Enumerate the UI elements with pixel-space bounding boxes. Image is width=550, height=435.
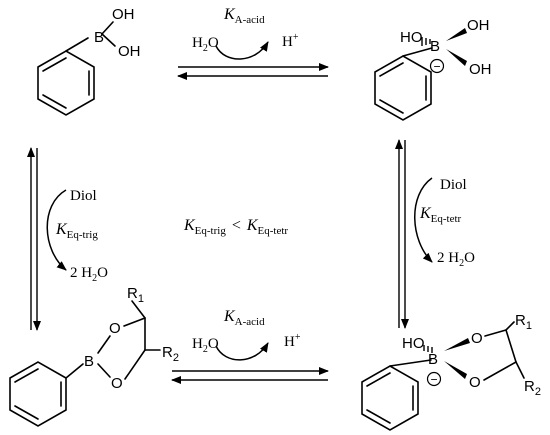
wedge-bond-o-bottom [444, 361, 467, 379]
proton-product-bottom: H+ [284, 332, 301, 350]
diol-reagent-right: Diol [440, 177, 467, 193]
benzene-double-bonds [379, 62, 427, 114]
benzene-ring-trigonal [9, 361, 67, 427]
wedge-bond-oh-top [446, 28, 467, 41]
negative-charge-circle [429, 58, 445, 74]
oxygen-top: O [471, 330, 483, 347]
water-reactant-top: H2O [192, 35, 219, 54]
c-o-bond-bottom [483, 361, 517, 381]
r2-label: R2 [162, 344, 179, 364]
hashed-bond-ho [423, 345, 433, 353]
benzene-ring-tetrahedral [361, 365, 419, 431]
boron-atom: B [428, 351, 438, 368]
b-c-bond [402, 47, 433, 57]
r2-label: R2 [524, 378, 541, 398]
oxygen-bottom: O [111, 375, 123, 392]
k-a-acid-label-top: KA-acid [223, 6, 265, 26]
curved-arrow-left [46, 189, 67, 271]
c-r2-bond [515, 361, 525, 379]
curved-arrow-top [215, 41, 269, 60]
b-oh-bond-right [101, 33, 116, 47]
boron-atom: B [430, 38, 440, 55]
water-reactant-bottom: H2O [192, 336, 219, 355]
water-product-right: 2 H2O [437, 250, 475, 269]
b-c-bond [65, 363, 84, 379]
wedge-bond-o-top [444, 338, 470, 351]
c-c-bond [505, 329, 517, 363]
b-c-bond [389, 359, 432, 367]
diol-reagent-left: Diol [70, 188, 97, 204]
phenylboronate-anion: B HO OH OH − [374, 17, 492, 121]
oxygen-bottom: O [469, 374, 481, 391]
left-equilibrium: Diol KEq-trig 2 H2O [27, 147, 108, 331]
benzene-double-bonds [42, 57, 90, 109]
benzene-ring-acid [37, 50, 95, 116]
b-oh-bond-top [101, 21, 114, 35]
water-product-left: 2 H2O [70, 265, 108, 284]
top-equilibrium: KA-acid H2O H+ [177, 6, 329, 80]
b-o-bond-bottom [97, 363, 111, 378]
bottom-equilibrium: KA-acid H2O H+ [171, 308, 329, 384]
tetrahedral-boronate-ester: B HO − O O R1 R2 [361, 312, 541, 431]
k-eq-tetr-label: KEq-tetr [419, 205, 462, 225]
right-equilibrium: Diol KEq-tetr 2 H2O [395, 139, 475, 329]
benzene-ring-anion [374, 55, 432, 121]
phenylboronic-acid: B OH OH [37, 6, 141, 116]
boron-atom: B [84, 353, 94, 370]
equilibrium-constant-comparison: KEq-trig<KEq-tetr [183, 217, 288, 237]
hydroxyl-left: HO [400, 29, 423, 46]
r1-label: R1 [515, 312, 532, 332]
b-c-bond [65, 37, 89, 52]
proton-product-top: H+ [282, 32, 299, 50]
c-r1-bond [505, 321, 515, 331]
c-o-bond-bottom [124, 349, 146, 380]
hydroxyl-right-bottom: OH [469, 61, 492, 78]
negative-charge-circle [426, 371, 442, 387]
r1-label: R1 [127, 285, 144, 305]
hydroxyl-right: OH [118, 43, 141, 60]
benzene-double-bonds [366, 372, 414, 424]
hydroxyl-top: OH [112, 6, 135, 23]
benzene-double-bonds [14, 368, 62, 420]
o-c-bond-top [123, 317, 146, 327]
negative-charge: − [433, 60, 440, 74]
hashed-bond-ho [421, 37, 431, 46]
b-o-bond-top [97, 335, 111, 354]
o-c-bond-top [484, 329, 507, 337]
c-r1-bond [131, 300, 146, 319]
k-eq-trig-label: KEq-trig [55, 221, 98, 241]
hydroxyl-left: HO [402, 335, 425, 352]
hydroxyl-right-top: OH [467, 17, 490, 34]
curved-arrow-bottom [215, 342, 269, 361]
oxygen-top: O [109, 320, 121, 337]
k-a-acid-label-bottom: KA-acid [223, 308, 265, 328]
curved-arrow-right [414, 177, 433, 263]
boron-atom: B [94, 29, 104, 46]
trigonal-boronate-ester: B O O R1 R2 [9, 285, 179, 427]
negative-charge: − [430, 373, 437, 387]
wedge-bond-oh-bottom [446, 49, 467, 66]
